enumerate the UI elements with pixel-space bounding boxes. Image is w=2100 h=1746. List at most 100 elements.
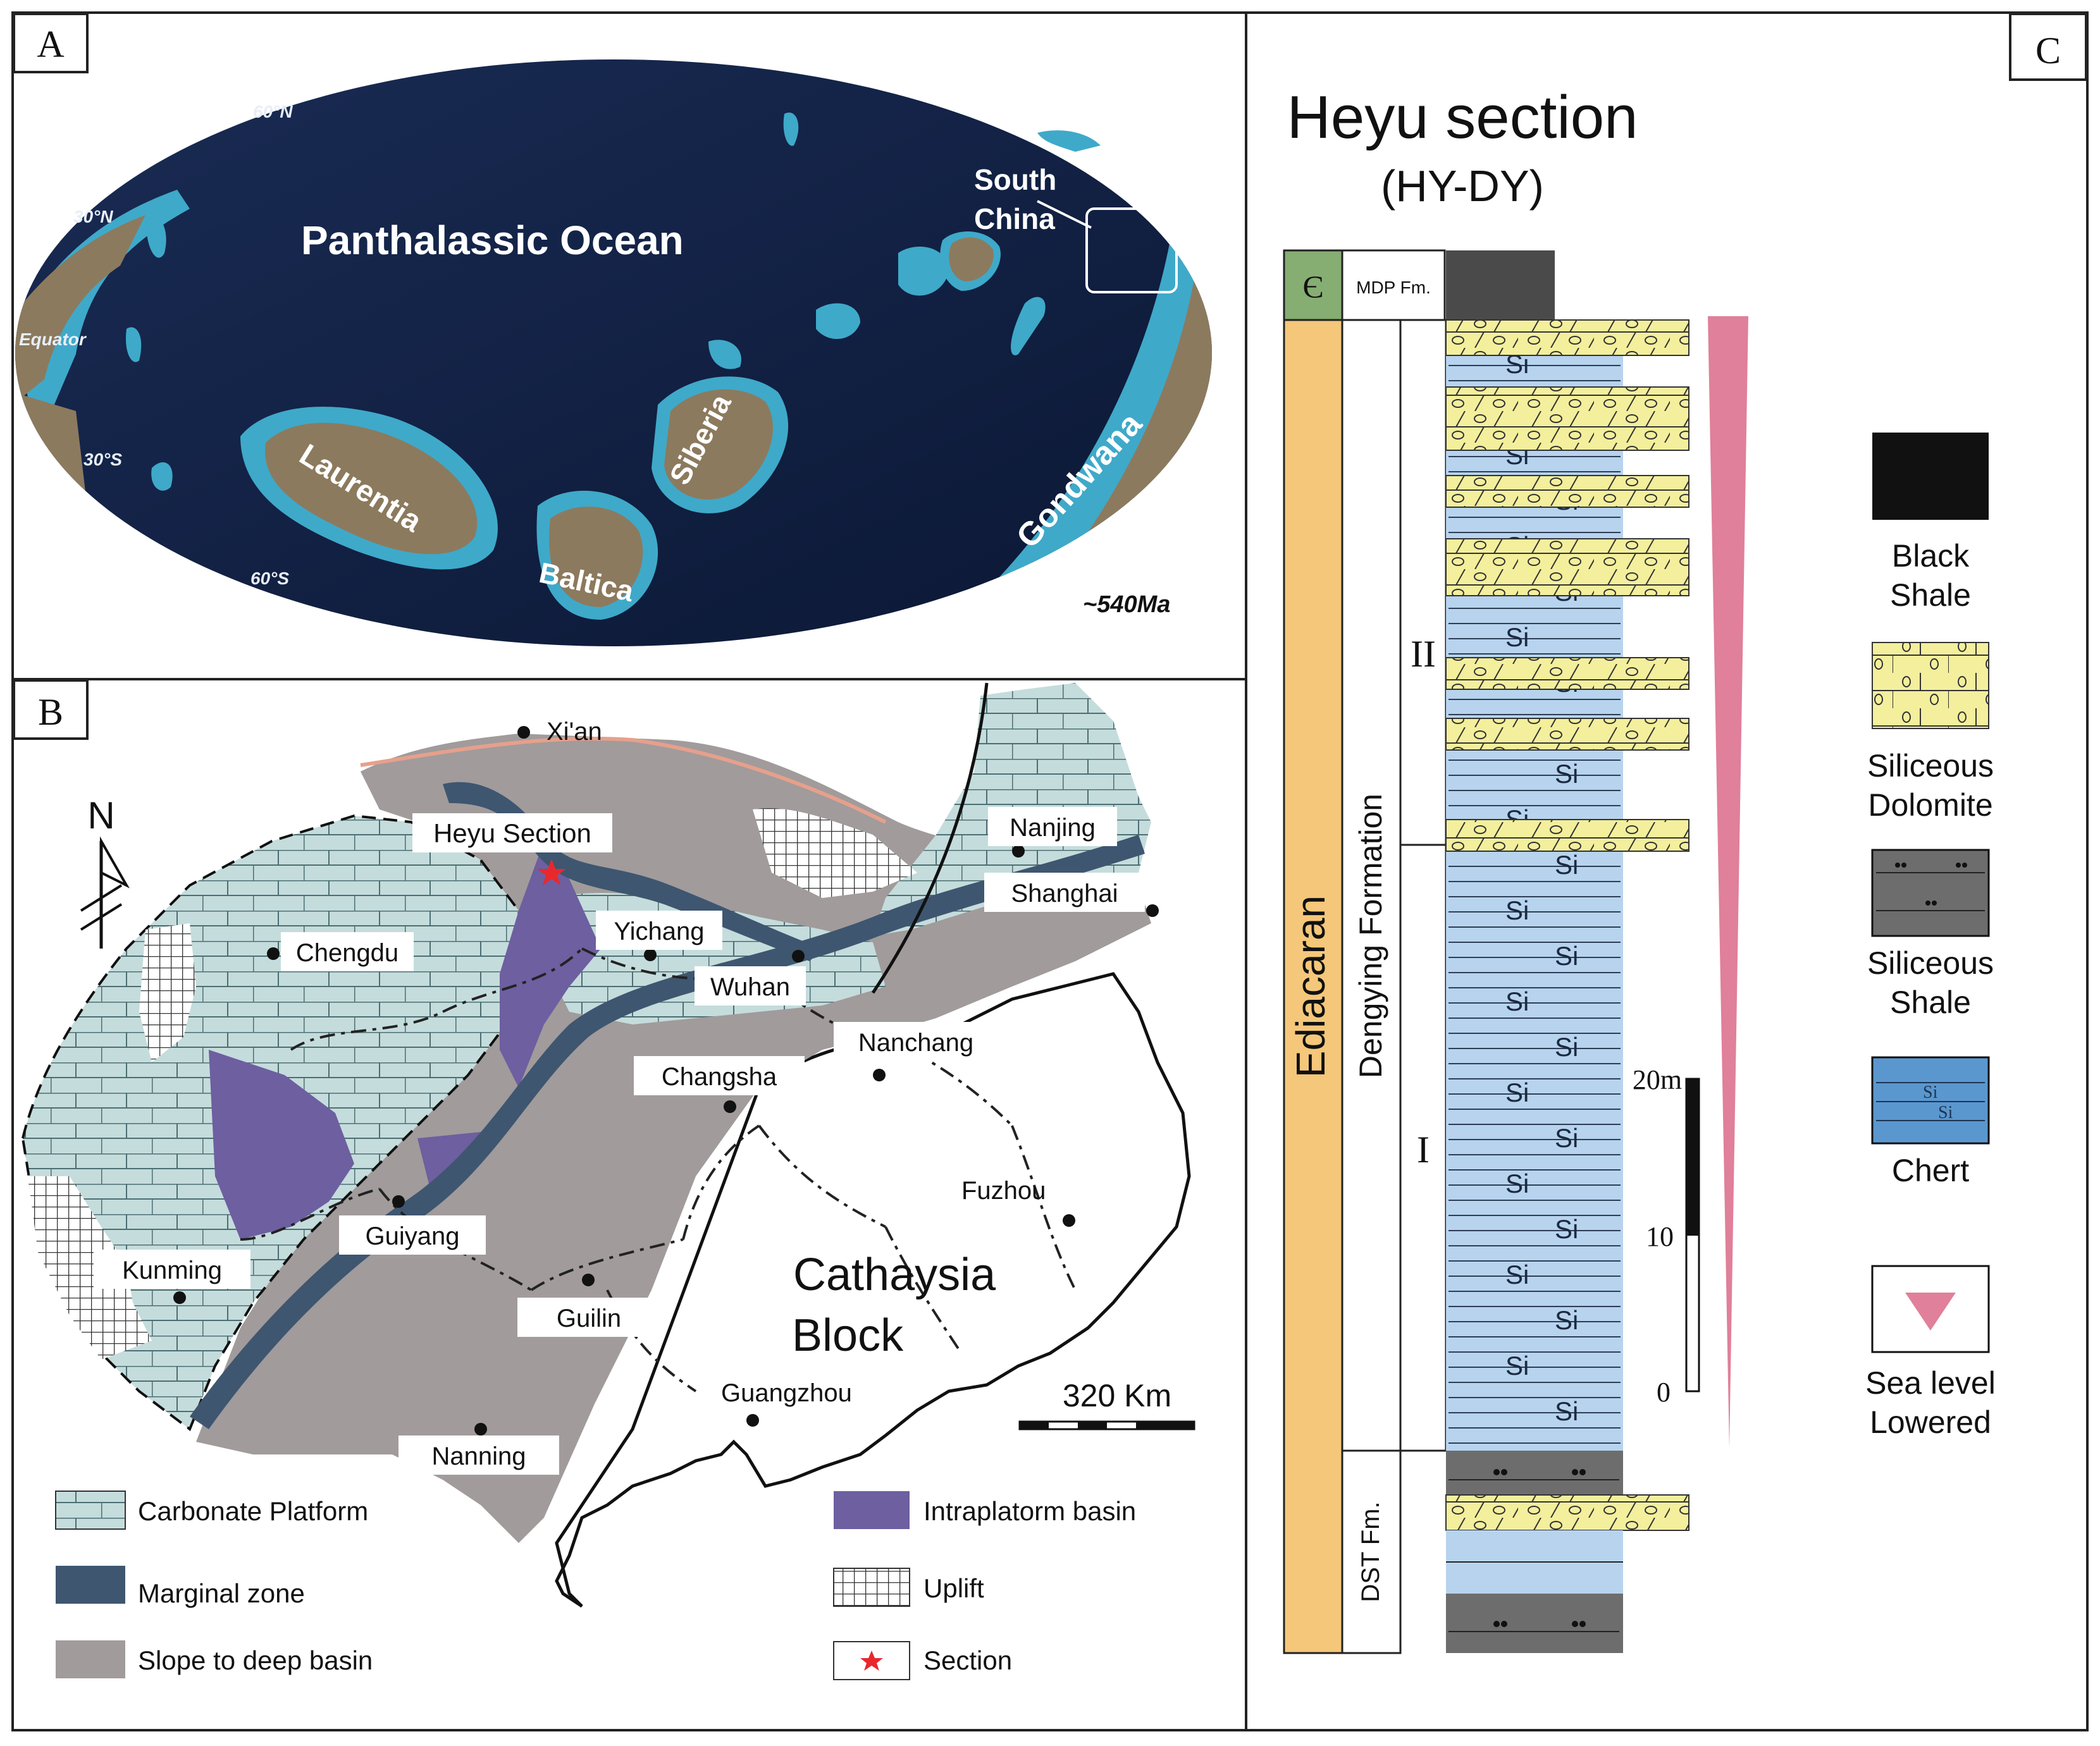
city-label-yichang: Yichang	[614, 918, 704, 945]
intraplatform-basin-west	[209, 1050, 354, 1239]
member-label-ii: II	[1411, 633, 1436, 675]
lith-dolomite-bed-8	[1445, 1494, 1689, 1531]
lith-dolomite-bed-1	[1445, 319, 1689, 356]
city-label-fuzhou: Fuzhou	[961, 1177, 1046, 1205]
lith-dolomite-bed-6	[1445, 718, 1689, 751]
island-a	[898, 247, 949, 296]
city-box-guiyang	[339, 1215, 486, 1255]
city-box-shanghai	[984, 873, 1145, 912]
panel-a: South China Panthalassic Ocean Laurentia…	[13, 13, 1212, 646]
formation-label-dengying: Dengying Formation	[1353, 794, 1388, 1078]
city-box-changsha	[634, 1056, 805, 1095]
legend-shale-dots	[1876, 863, 1985, 911]
section-label: Heyu Section	[433, 818, 591, 848]
intraplatform-basin-north	[500, 841, 601, 1088]
south-china-land	[949, 237, 994, 281]
lith-dolomite-bed-4	[1445, 538, 1689, 596]
legend-label-siliceous-dolomite-2: Dolomite	[1868, 787, 1992, 823]
right-frame	[1245, 11, 2089, 1731]
city-label-chengdu: Chengdu	[296, 939, 398, 967]
latitude-60n: 60°N	[253, 102, 293, 121]
sea-level-wedge	[1708, 316, 1748, 1448]
system-label-cambrian: Є	[1302, 269, 1323, 304]
lith-siliceous-shale-2	[1446, 1594, 1623, 1653]
legend-swatch-carbonate	[55, 1491, 126, 1530]
thickness-scale-bar	[1685, 1078, 1700, 1392]
ocean-label: Panthalassic Ocean	[301, 218, 684, 263]
legend-label-sea-level-2: Lowered	[1870, 1405, 1991, 1440]
city-label-guangzhou: Guangzhou	[721, 1379, 852, 1407]
formation-box-dst	[1341, 1449, 1402, 1654]
legend-swatch-siliceous-shale	[1871, 849, 1990, 937]
city-label-nanning: Nanning	[431, 1442, 526, 1470]
chert-symbol: Si	[1555, 1214, 1578, 1244]
city-label-guilin: Guilin	[557, 1305, 621, 1332]
svg-text:Si: Si	[1923, 1083, 1938, 1102]
city-label-nanchang: Nanchang	[858, 1029, 973, 1057]
city-label-wuhan: Wuhan	[710, 973, 790, 1001]
uplift-west	[139, 923, 196, 1062]
slope-basin-region	[196, 734, 1151, 1543]
legend-label-slope: Slope to deep basin	[138, 1645, 373, 1675]
legend-label-intraplatform: Intraplatorm basin	[923, 1496, 1136, 1526]
northern-boundary	[360, 737, 887, 824]
cathaysia-label-line2: Block	[792, 1310, 904, 1361]
city-dot-kunming	[173, 1291, 186, 1304]
legend-star-icon	[860, 1651, 883, 1671]
island-c	[1011, 297, 1046, 355]
scale-label: 320 Km	[1063, 1378, 1171, 1413]
legend-swatch-chert	[1871, 1056, 1990, 1145]
city-dot-changsha	[724, 1100, 736, 1113]
scale-bar	[1018, 1420, 1195, 1430]
legend-label-sea-level-1: Sea level	[1865, 1365, 1996, 1401]
scale-tick-20m: 20m	[1633, 1064, 1682, 1095]
laurentia-land	[265, 422, 478, 555]
latitude-equator: Equator	[19, 329, 87, 349]
southwest-land	[15, 392, 89, 607]
system-label-ediacaran: Ediacaran	[1288, 895, 1333, 1078]
legend-swatch-marginal	[56, 1566, 125, 1604]
west-land	[15, 215, 145, 405]
city-box-kunming	[94, 1250, 250, 1289]
chert-symbol: Si	[1555, 1396, 1578, 1426]
north-arrow-icon	[80, 836, 130, 949]
city-dot-nanning	[474, 1423, 487, 1436]
panel-a-letter: A	[37, 23, 64, 65]
legend-label-chert: Chert	[1892, 1153, 1969, 1188]
island-d	[1037, 130, 1101, 152]
latitude-30n: 30°N	[73, 207, 113, 226]
lithology-column: SiSiSiSiSiSiSiSiSiSiSiSiSiSiSiSiSiSiSiSi…	[1445, 319, 1689, 1653]
legend-swatch-black-shale	[1872, 433, 1989, 520]
section-title: Heyu section	[1287, 83, 1638, 151]
city-label-shanghai: Shanghai	[1011, 880, 1118, 907]
island-f	[145, 214, 166, 258]
lith-black-shale-top	[1446, 250, 1555, 320]
legend-label-section: Section	[923, 1645, 1012, 1675]
formation-box-dengying	[1341, 319, 1402, 1452]
south-china-pointer	[1037, 200, 1092, 229]
section-subtitle: (HY-DY)	[1381, 161, 1544, 211]
chert-symbol: Si	[1505, 622, 1529, 652]
city-dot-nanchang	[873, 1069, 886, 1081]
legend-label-siliceous-dolomite-1: Siliceous	[1867, 748, 1994, 784]
legend-label-marginal: Marginal zone	[138, 1578, 305, 1608]
province-boundaries	[240, 947, 1077, 1392]
uplift-east	[753, 808, 917, 898]
south-china-label-line1: South	[974, 163, 1056, 196]
shale-dots	[1493, 1469, 1586, 1627]
city-box-guilin	[517, 1298, 660, 1337]
tanlu-fault	[871, 682, 989, 994]
lith-dolomite-bed-2	[1445, 386, 1689, 451]
siberia-land	[664, 389, 773, 500]
city-label-kunming: Kunming	[122, 1257, 222, 1284]
legend-label-uplift: Uplift	[923, 1573, 984, 1603]
lith-dolomite-bed-5	[1445, 657, 1689, 690]
panel-a-letter-box	[13, 13, 89, 73]
legend-chert-lines: Si Si	[1876, 1082, 1985, 1122]
lith-chert-body	[1446, 320, 1623, 1451]
city-box-nanning	[398, 1436, 559, 1475]
island-i	[151, 462, 173, 491]
formation-label-mdp: MDP Fm.	[1356, 278, 1431, 297]
svg-text:Si: Si	[1938, 1103, 1953, 1122]
